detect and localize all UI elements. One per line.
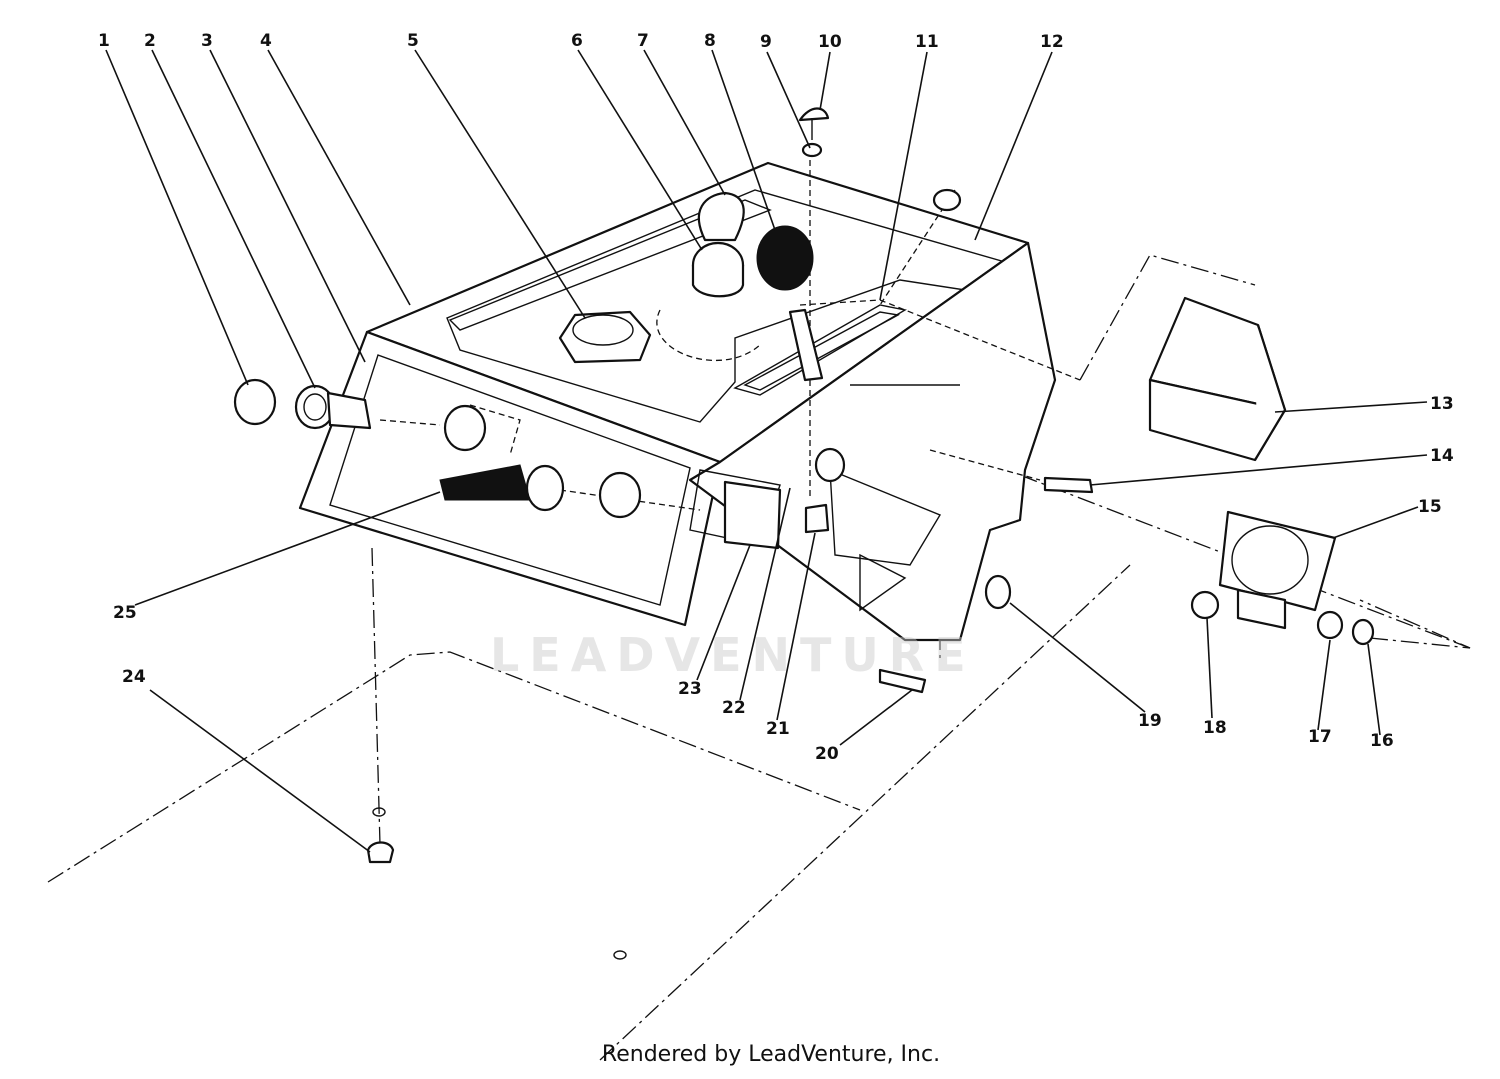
throttle-lever	[788, 308, 824, 382]
throttle-knob	[756, 225, 814, 291]
part-label-16: 16	[1370, 731, 1394, 751]
part-label-13: 13	[1430, 394, 1454, 414]
spacer	[1351, 618, 1375, 646]
part-labels: 1 2 3 4 5 6 7 8 9 10 11 12 13 14 15 16 1…	[98, 31, 1454, 764]
washer	[1316, 610, 1344, 640]
part-label-14: 14	[1430, 446, 1454, 466]
alarm-buzzer	[1218, 510, 1337, 630]
part-label-1: 1	[98, 31, 110, 51]
hole-marker	[372, 807, 386, 817]
part-label-12: 12	[1040, 32, 1064, 52]
screw	[798, 107, 830, 158]
part-label-6: 6	[571, 31, 583, 51]
parts	[233, 107, 1375, 960]
part-label-23: 23	[678, 679, 702, 699]
part-label-11: 11	[915, 32, 939, 52]
part-label-18: 18	[1203, 718, 1227, 738]
grommet-hole	[598, 471, 642, 519]
ignition-switch	[691, 191, 745, 298]
nut	[932, 188, 962, 212]
part-label-8: 8	[704, 31, 716, 51]
flat-washer	[984, 574, 1012, 610]
lock-nut	[804, 503, 830, 534]
leader-lines	[105, 49, 1428, 853]
grommet	[443, 404, 487, 452]
part-label-24: 24	[122, 667, 146, 687]
part-label-5: 5	[407, 31, 419, 51]
ignition-key	[697, 191, 745, 242]
lamp-lens	[233, 378, 277, 426]
mounting-screw	[366, 841, 395, 864]
footer-text: Rendered by LeadVenture, Inc.	[601, 1042, 941, 1067]
part-label-17: 17	[1308, 727, 1332, 747]
part-label-10: 10	[818, 32, 842, 52]
part-label-20: 20	[815, 744, 839, 764]
part-label-2: 2	[144, 31, 156, 51]
relay-module	[1148, 296, 1287, 462]
part-label-9: 9	[760, 32, 772, 52]
lever-shaft	[814, 447, 846, 483]
switch	[723, 480, 782, 550]
cap-screw	[878, 668, 927, 694]
lamp-socket	[294, 384, 372, 430]
part-label-3: 3	[201, 31, 213, 51]
part-label-7: 7	[637, 31, 649, 51]
part-label-22: 22	[722, 698, 746, 718]
part-label-19: 19	[1138, 711, 1162, 731]
bolt	[1043, 476, 1094, 494]
console-housing	[298, 161, 1057, 642]
choke-knob	[439, 464, 565, 512]
hole-marker	[613, 950, 627, 960]
part-label-21: 21	[766, 719, 790, 739]
hex-nut	[1190, 590, 1220, 620]
watermark: LEADVENTURE	[490, 628, 976, 682]
fuel-cap	[558, 310, 652, 364]
footer-credit: Rendered by LeadVenture, Inc.	[0, 1042, 1500, 1067]
part-label-15: 15	[1418, 497, 1442, 517]
part-label-25: 25	[113, 603, 137, 623]
part-label-4: 4	[260, 31, 272, 51]
